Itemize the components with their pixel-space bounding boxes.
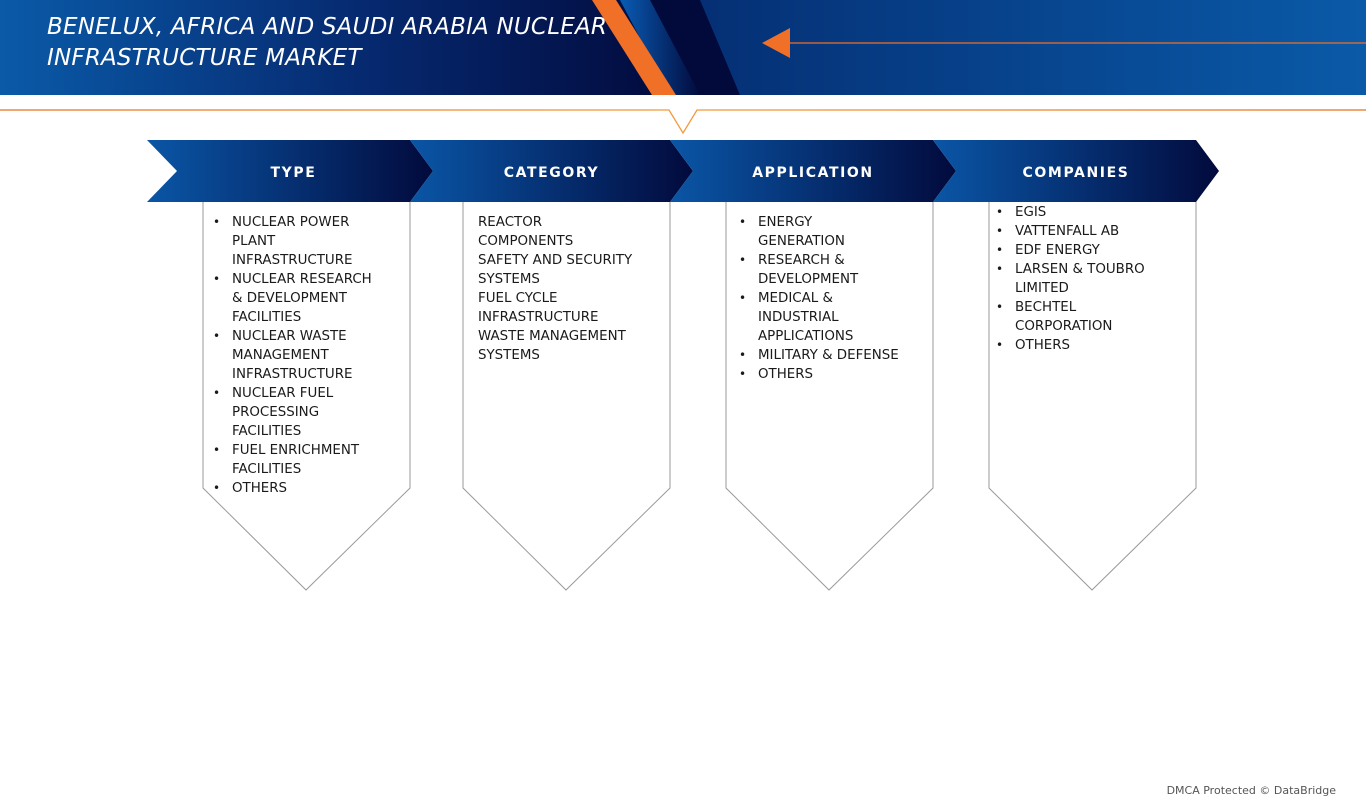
segment-header-category: CATEGORY [503, 165, 600, 181]
orange-divider-line [0, 109, 1366, 135]
column-outlines [202, 199, 1197, 591]
header-banner [0, 0, 1366, 95]
bullet-icon: • [739, 291, 747, 305]
list-item: • VATTENFALL AB [996, 224, 1120, 239]
bullet-icon: • [996, 300, 1004, 314]
bullet-icon: • [739, 215, 747, 229]
bullet-icon: • [996, 262, 1004, 276]
list-item: • NUCLEAR WASTE MANAGEMENT INFRASTRUCTUR… [213, 329, 353, 382]
list-item: SAFETY AND SECURITY SYSTEMS [478, 253, 633, 287]
list-item: • OTHERS [996, 338, 1071, 353]
bullet-icon: • [213, 443, 221, 457]
segment-header-type: TYPE [270, 165, 317, 181]
bullet-icon: • [739, 348, 747, 362]
bullet-icon: • [213, 386, 221, 400]
page-title: BENELUX, AFRICA AND SAUDI ARABIA NUCLEAR… [47, 12, 607, 74]
list-item: • LARSEN & TOUBRO LIMITED [996, 262, 1145, 296]
bullet-icon: • [996, 338, 1004, 352]
list-item: • MILITARY & DEFENSE [739, 348, 899, 363]
segment-header-companies: COMPANIES [1022, 165, 1130, 181]
list-item: REACTOR COMPONENTS [478, 215, 574, 249]
list-item: • NUCLEAR POWER PLANT INFRASTRUCTURE [213, 215, 353, 268]
arrow-left-icon [762, 28, 790, 58]
bullet-icon: • [996, 224, 1004, 238]
bullet-icon: • [996, 205, 1004, 219]
list-item: • MEDICAL & INDUSTRIAL APPLICATIONS [739, 291, 854, 344]
list-item: • RESEARCH & DEVELOPMENT [739, 253, 859, 287]
list-item: WASTE MANAGEMENT SYSTEMS [478, 329, 626, 363]
application-list: • ENERGY GENERATION • RESEARCH & DEVELOP… [739, 213, 930, 384]
banner-blue-stripe [620, 0, 700, 95]
chevron-companies [933, 140, 1219, 202]
segment-header-application: APPLICATION [752, 165, 874, 181]
banner-orange-stripe [592, 0, 676, 95]
list-item: • FUEL ENRICHMENT FACILITIES [213, 443, 360, 477]
bullet-icon: • [213, 215, 221, 229]
chevron-header-bar [147, 140, 1219, 202]
list-item: • OTHERS [739, 367, 814, 382]
list-item: • OTHERS [213, 481, 288, 496]
list-item: • NUCLEAR FUEL PROCESSING FACILITIES [213, 386, 334, 439]
page-title-line-1: BENELUX, AFRICA AND SAUDI ARABIA NUCLEAR [47, 14, 608, 40]
chevron-type [147, 140, 433, 202]
list-item: FUEL CYCLE INFRASTRUCTURE [478, 291, 599, 325]
bullet-icon: • [996, 243, 1004, 257]
chevron-application [670, 140, 956, 202]
bullet-icon: • [213, 481, 221, 495]
list-item: • NUCLEAR RESEARCH & DEVELOPMENT FACILIT… [213, 272, 372, 325]
type-list: • NUCLEAR POWER PLANT INFRASTRUCTURE • N… [213, 213, 407, 498]
category-list: REACTOR COMPONENTS SAFETY AND SECURITY S… [478, 213, 663, 365]
chevron-category [410, 140, 693, 202]
bullet-icon: • [213, 329, 221, 343]
bullet-icon: • [739, 253, 747, 267]
list-item: • EDF ENERGY [996, 243, 1100, 258]
bullet-icon: • [739, 367, 747, 381]
dmca-footer: DMCA Protected © DataBridge [1166, 784, 1336, 797]
list-item: • ENERGY GENERATION [739, 215, 845, 249]
page-title-line-2: INFRASTRUCTURE MARKET [47, 45, 362, 71]
list-item: • BECHTEL CORPORATION [996, 300, 1113, 334]
companies-list: • EGIS • VATTENFALL AB • EDF ENERGY • LA… [996, 203, 1193, 355]
list-item: • EGIS [996, 205, 1047, 220]
bullet-icon: • [213, 272, 221, 286]
